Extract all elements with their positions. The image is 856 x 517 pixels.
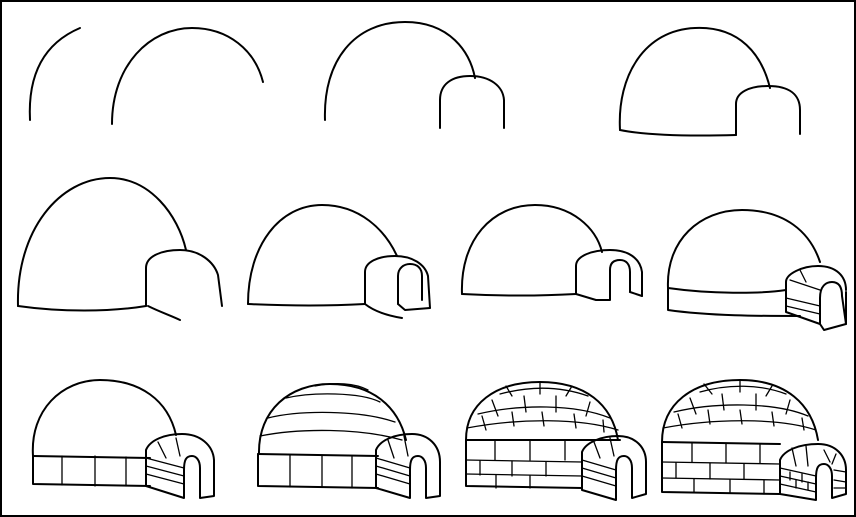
step-4-igloo bbox=[18, 178, 222, 320]
step-5-igloo bbox=[248, 205, 430, 318]
step-6-igloo bbox=[462, 205, 642, 300]
step-11-igloo bbox=[662, 380, 846, 500]
step-8-igloo bbox=[33, 380, 214, 498]
step-3-igloo bbox=[620, 28, 800, 136]
step-9-igloo bbox=[258, 384, 440, 498]
step-2-igloo bbox=[325, 22, 504, 128]
step-7-igloo bbox=[668, 210, 846, 330]
step-10-igloo bbox=[466, 382, 646, 500]
step-1-igloo bbox=[30, 28, 263, 124]
